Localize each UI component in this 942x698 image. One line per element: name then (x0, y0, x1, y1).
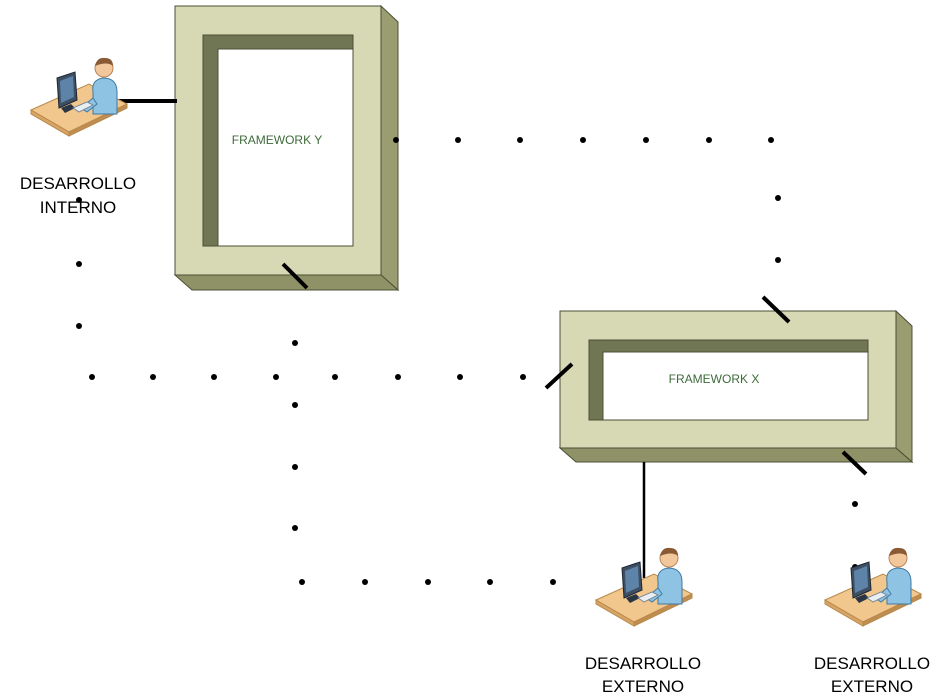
actor-externo-2-icon (824, 547, 922, 627)
actor-interno-label: DESARROLLO INTERNO (20, 174, 136, 217)
dotted-path-interno-to-x (76, 197, 526, 380)
actor-externo-2-label: DESARROLLO EXTERNO (814, 654, 930, 696)
actor-externo-2-line2: EXTERNO (831, 677, 913, 696)
framework-y-box (173, 4, 400, 292)
framework-y-label: FRAMEWORK Y (232, 133, 322, 147)
connector-stub-y-bottom (281, 262, 309, 290)
actor-interno-line1: DESARROLLO (20, 174, 136, 193)
framework-x-box (558, 309, 914, 464)
connector-stub-x-left (544, 362, 574, 390)
actor-externo-1-label: DESARROLLO EXTERNO (585, 654, 701, 696)
connector-stub-x-top (761, 295, 791, 324)
dotted-path-y-to-externo-1 (292, 340, 556, 585)
actor-externo-1-line1: DESARROLLO (585, 654, 701, 673)
dotted-path-y-to-x (393, 137, 781, 263)
connector-stub-x-bottom-right (841, 450, 868, 476)
actor-externo-2-line1: DESARROLLO (814, 654, 930, 673)
actor-interno-line2: INTERNO (40, 198, 117, 217)
framework-x-label: FRAMEWORK X (669, 372, 760, 386)
dotted-path-x-to-externo-2 (852, 501, 858, 570)
actor-externo-1-line2: EXTERNO (602, 677, 684, 696)
actor-interno-icon (30, 57, 128, 137)
